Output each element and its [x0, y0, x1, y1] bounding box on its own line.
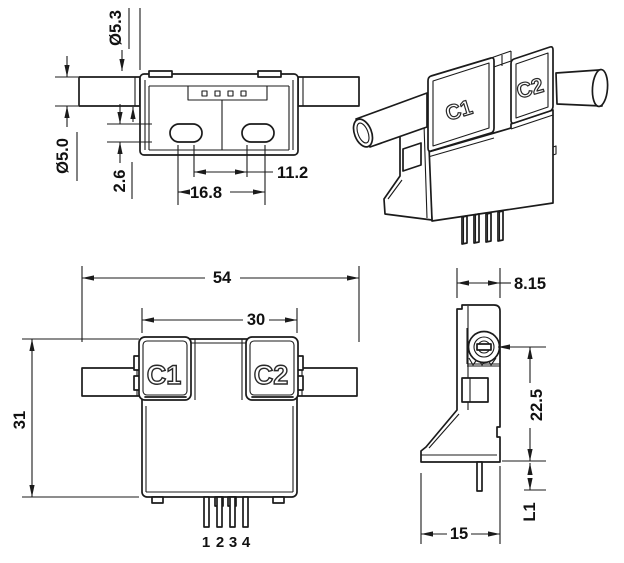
- top-view: Ø5.0 Ø5.3 2.6 16.8 11.2: [54, 8, 360, 205]
- front-port1-label: C1: [147, 360, 182, 390]
- top-slot-right: [241, 123, 275, 143]
- dim-body-height-label: 31: [11, 411, 29, 429]
- side-pin: [476, 461, 483, 492]
- dim-pin-length: L1: [521, 463, 546, 522]
- dim-base-width: 15: [420, 466, 501, 544]
- front-port2-label: C2: [254, 360, 289, 390]
- pin-number-2: 2: [216, 534, 224, 551]
- dim-body-width-label: 30: [247, 311, 265, 329]
- dim-body-height: 31: [11, 338, 139, 498]
- dim-slot-span-outer-label: 16.8: [190, 184, 222, 202]
- iso-pins: [461, 210, 504, 245]
- side-window: [461, 377, 489, 403]
- pin-number-1: 1: [202, 534, 210, 551]
- top-right-tube: [297, 76, 360, 107]
- top-slot-left: [169, 123, 203, 143]
- top-left-tube: [78, 76, 141, 107]
- dim-depth: 8.15: [456, 268, 546, 298]
- dim-base-width-label: 15: [450, 525, 468, 543]
- dim-slot-span-outer: 16.8: [177, 145, 266, 205]
- dim-tube-bore: Ø5.3: [107, 8, 141, 71]
- iso-port1-panel: C1: [427, 56, 495, 153]
- front-left-tube: [81, 367, 143, 397]
- iso-left-tube: [352, 92, 428, 148]
- dim-tube-bore-label: Ø5.3: [107, 10, 125, 46]
- dim-tube-od-label: Ø5.0: [54, 138, 72, 174]
- top-tab-left: [148, 70, 173, 78]
- dim-slot-width-label: 2.6: [111, 170, 129, 193]
- top-tab-right: [257, 70, 282, 78]
- top-pin-recess: [187, 86, 268, 101]
- front-pin-numbers: 1 2 3 4: [202, 534, 251, 551]
- iso-port2-panel: C2: [510, 45, 554, 125]
- side-view: 8.15 22.5 L1 15: [420, 268, 546, 544]
- dim-pin-length-label: L1: [521, 502, 539, 521]
- iso-view: C2 C1: [352, 45, 609, 245]
- top-pins: [201, 90, 247, 97]
- front-port1-panel: C1: [138, 336, 192, 401]
- dim-slot-width: 2.6: [107, 104, 152, 199]
- dim-slot-span-inner: 11.2: [193, 145, 308, 182]
- front-view: C1 C2 1 2 3 4 54: [11, 266, 360, 551]
- front-pins: [203, 496, 249, 528]
- front-right-tube: [296, 367, 358, 397]
- front-port2-panel: C2: [245, 336, 299, 401]
- dim-depth-label: 8.15: [514, 275, 546, 293]
- dim-body-width: 30: [141, 308, 298, 333]
- dim-slot-span-inner-label: 11.2: [277, 164, 308, 182]
- dim-overall-width: 54: [81, 266, 360, 342]
- dim-center-height: 22.5: [498, 344, 546, 462]
- dim-overall-width-label: 54: [213, 269, 232, 287]
- dim-center-height-label: 22.5: [528, 389, 546, 421]
- pin-number-4: 4: [242, 534, 251, 551]
- dim-tube-od: Ø5.0: [54, 56, 78, 181]
- pin-number-3: 3: [229, 534, 237, 551]
